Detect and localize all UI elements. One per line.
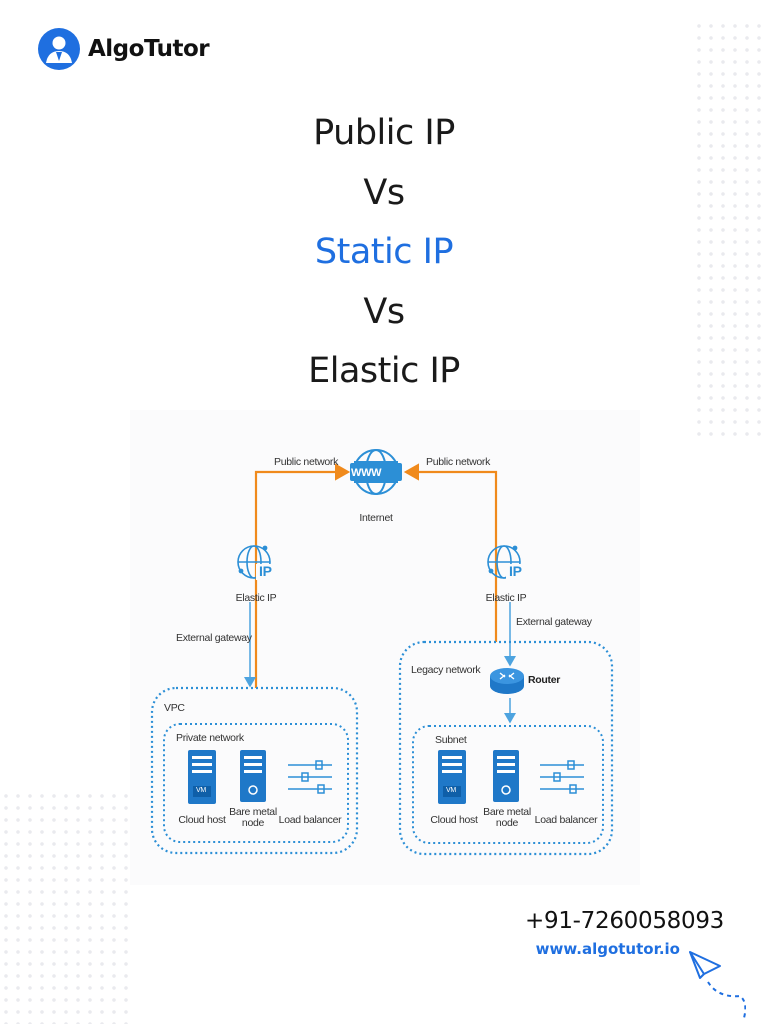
router-icon xyxy=(490,668,524,694)
page-title: Public IP Vs Static IP Vs Elastic IP xyxy=(0,104,768,402)
title-line-public-ip: Public IP xyxy=(313,113,455,153)
paper-plane-icon xyxy=(689,951,746,1018)
router-label: Router xyxy=(528,674,561,686)
bare-metal-right-label: Bare metal node xyxy=(483,806,531,829)
vpc-label: VPC xyxy=(164,702,185,714)
elastic-ip-left-icon xyxy=(237,545,278,580)
title-line-vs-2: Vs xyxy=(363,291,405,332)
title-line-vs-1: Vs xyxy=(363,172,405,213)
diagram-graphics xyxy=(150,449,614,856)
cloud-host-left-label: Cloud host xyxy=(178,814,226,826)
public-network-left-label: Public network xyxy=(274,456,339,468)
network-diagram: WWW IP IP VM VM Public network Public ne… xyxy=(130,410,640,885)
tutor-avatar-icon xyxy=(38,28,80,70)
cloud-host-right-label: Cloud host xyxy=(430,814,478,826)
load-balancer-right-label: Load balancer xyxy=(534,814,598,826)
elastic-ip-right-icon xyxy=(487,545,528,580)
elastic-ip-left-label: Elastic IP xyxy=(235,592,277,604)
www-tag: WWW xyxy=(351,467,382,479)
vm-tag-left: VM xyxy=(196,787,206,794)
load-balancer-left-icon xyxy=(288,760,332,794)
private-network-container xyxy=(163,723,349,843)
legacy-network-label: Legacy network xyxy=(411,664,481,676)
brand-name: AlgoTutor xyxy=(88,36,210,62)
title-line-static-ip: Static IP xyxy=(314,232,454,272)
vm-tag-right: VM xyxy=(446,787,456,794)
vpc-container xyxy=(150,686,359,855)
private-network-label: Private network xyxy=(176,732,244,744)
external-gateway-right-label: External gateway xyxy=(516,616,592,628)
contact-block: +91-7260058093 www.algotutor.io xyxy=(525,908,724,958)
external-gateway-left-label: External gateway xyxy=(176,632,252,644)
public-link-right xyxy=(403,463,498,642)
brand-logo[interactable]: AlgoTutor xyxy=(38,28,210,70)
public-network-right-label: Public network xyxy=(426,456,491,468)
load-balancer-left-label: Load balancer xyxy=(278,814,342,826)
legacy-network-container xyxy=(398,640,614,856)
title-line-elastic-ip: Elastic IP xyxy=(308,351,460,391)
dot-pattern-bottom-left xyxy=(0,790,130,1024)
cloud-host-right-icon xyxy=(438,750,466,804)
bare-metal-left-label: Bare metal node xyxy=(229,806,277,829)
dot-pattern-top-right xyxy=(693,20,768,440)
load-balancer-right-icon xyxy=(540,760,584,794)
elastic-ip-right-label: Elastic IP xyxy=(485,592,527,604)
public-link-left xyxy=(254,463,351,688)
cloud-host-left-icon xyxy=(188,750,216,804)
ip-tag-left: IP xyxy=(259,563,272,579)
bare-metal-left-icon xyxy=(240,750,266,802)
subnet-label: Subnet xyxy=(435,734,467,746)
internet-globe-icon xyxy=(350,449,402,495)
ip-tag-right: IP xyxy=(509,563,522,579)
website-link[interactable]: www.algotutor.io xyxy=(535,940,680,958)
phone-number[interactable]: +91-7260058093 xyxy=(525,908,724,934)
internet-label: Internet xyxy=(359,512,393,524)
subnet-container xyxy=(412,725,604,844)
bare-metal-right-icon xyxy=(493,750,519,802)
